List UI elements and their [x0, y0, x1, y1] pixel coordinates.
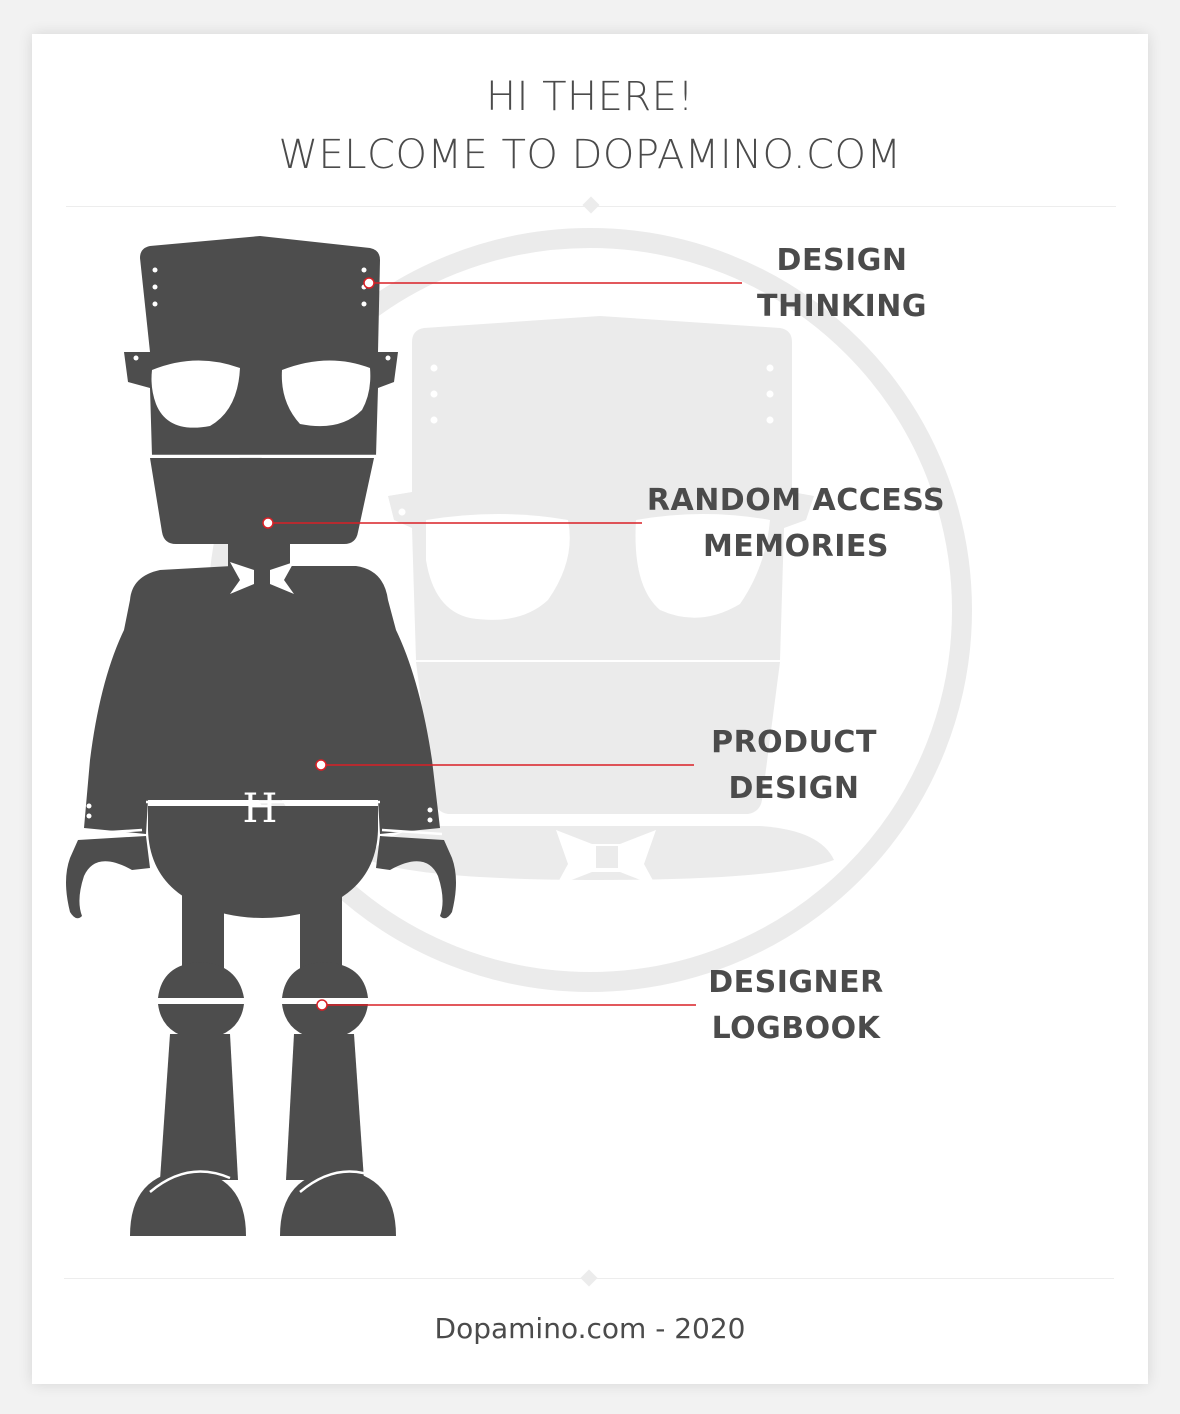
menu-link-product-design[interactable]: PRODUCT DESIGN [674, 720, 914, 812]
menu-label-line: DESIGNER [708, 965, 884, 1000]
menu-label-line: RANDOM ACCESS [646, 483, 946, 518]
menu-label-line: DESIGN [728, 771, 860, 806]
page-title-line1: HI THERE! [486, 74, 694, 120]
robot-details [86, 267, 433, 823]
menu-link-random-access-memories[interactable]: RANDOM ACCESS MEMORIES [636, 478, 956, 570]
robot-line-details [79, 454, 443, 1193]
page-title-line2: WELCOME TO DOPAMINO.COM [278, 132, 902, 178]
watermark-robot-logo [208, 228, 972, 992]
belt-buckle-letter: H [243, 786, 278, 832]
menu-label-line: DESIGN [776, 243, 908, 278]
menu-label-line: PRODUCT [711, 725, 877, 760]
menu-label-line: LOGBOOK [711, 1011, 881, 1046]
footer-text: Dopamino.com - 2020 [434, 1312, 746, 1345]
robot-figure [66, 236, 456, 1236]
menu-link-designer-logbook[interactable]: DESIGNER LOGBOOK [676, 960, 916, 1052]
menu-label-line: MEMORIES [702, 529, 890, 564]
callout-lines [262, 277, 742, 1011]
menu-link-design-thinking[interactable]: DESIGN THINKING [722, 238, 962, 330]
menu-label-line: THINKING [757, 289, 927, 324]
